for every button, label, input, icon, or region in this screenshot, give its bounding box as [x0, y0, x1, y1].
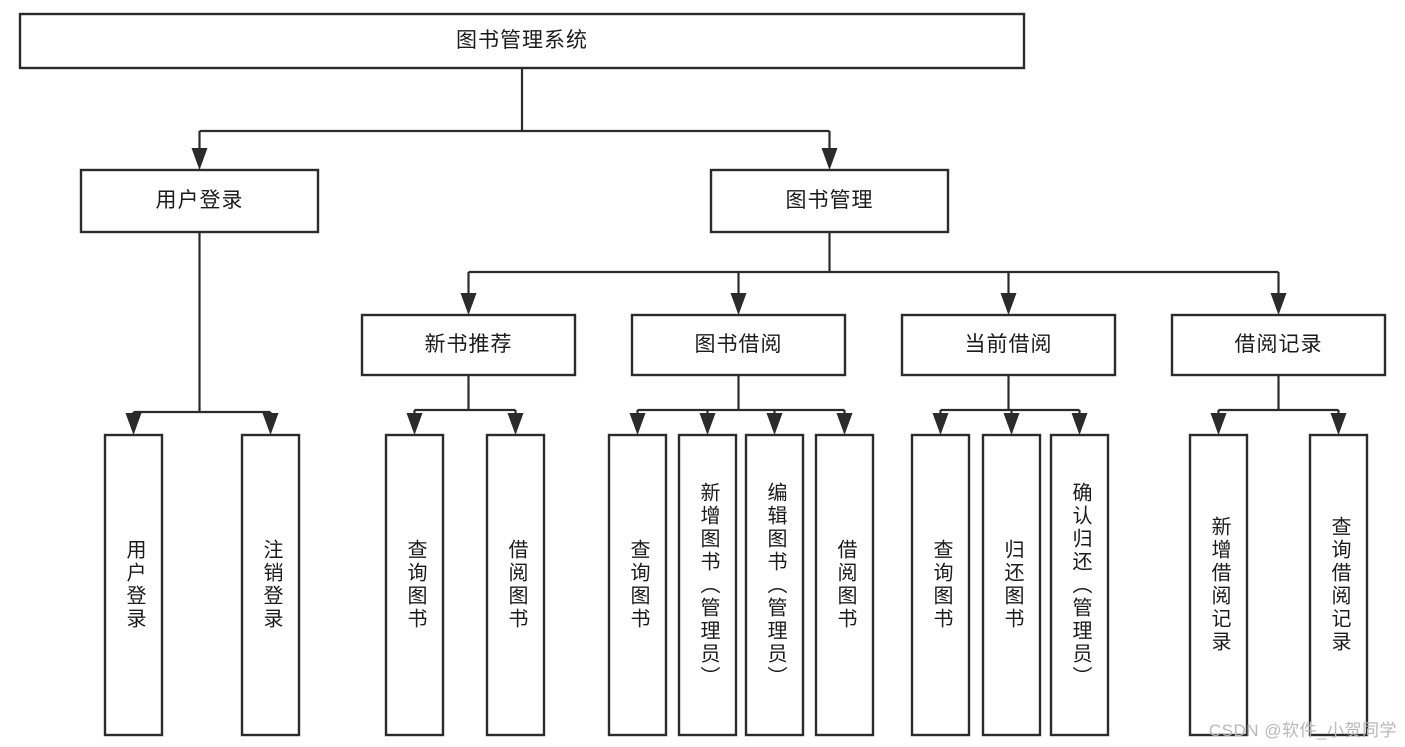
submodule-3-box[interactable]: [900, 313, 1117, 377]
leaf-3-box[interactable]: [384, 433, 445, 737]
leaf-6-box[interactable]: [677, 433, 738, 737]
leaf-13-box[interactable]: [1308, 433, 1369, 737]
submodule-4-node[interactable]: [1172, 315, 1385, 375]
leaf-7-box[interactable]: [744, 433, 805, 737]
arrow-head-icon: [507, 413, 524, 435]
leaf-3-node[interactable]: [386, 435, 443, 735]
module-2-node[interactable]: [711, 170, 948, 232]
arrow-head-icon: [1000, 293, 1017, 315]
arrow-head-icon: [1071, 413, 1088, 435]
arrow-head-icon: [1003, 413, 1020, 435]
module-1-box[interactable]: [79, 168, 320, 234]
arrow-head-icon: [699, 413, 716, 435]
module-1-node[interactable]: [81, 170, 318, 232]
submodule-2-box[interactable]: [630, 313, 847, 377]
submodule-1-box[interactable]: [360, 313, 577, 377]
arrow-head-icon: [262, 413, 279, 435]
leaf-6-node[interactable]: [679, 435, 736, 735]
leaf-5-box[interactable]: [607, 433, 668, 737]
root-system-box[interactable]: [18, 12, 1026, 70]
arrow-head-icon: [406, 413, 423, 435]
arrow-head-icon: [836, 413, 853, 435]
leaf-10-node[interactable]: [983, 435, 1040, 735]
arrow-head-icon: [460, 293, 477, 315]
leaf-4-box[interactable]: [485, 433, 546, 737]
arrow-head-icon: [1270, 293, 1287, 315]
leaf-1-box[interactable]: [103, 433, 164, 737]
leaf-10-box[interactable]: [981, 433, 1042, 737]
leaf-11-box[interactable]: [1049, 433, 1110, 737]
arrow-head-icon: [730, 293, 747, 315]
submodule-3-node[interactable]: [902, 315, 1115, 375]
submodule-1-node[interactable]: [362, 315, 575, 375]
arrow-head-icon: [1210, 413, 1227, 435]
leaf-11-node[interactable]: [1051, 435, 1108, 735]
submodule-4-box[interactable]: [1170, 313, 1387, 377]
arrow-head-icon: [1330, 413, 1347, 435]
arrow-head-icon: [932, 413, 949, 435]
arrow-head-icon: [766, 413, 783, 435]
module-2-box[interactable]: [709, 168, 950, 234]
leaf-12-box[interactable]: [1188, 433, 1249, 737]
leaf-5-node[interactable]: [609, 435, 666, 735]
leaf-2-box[interactable]: [240, 433, 301, 737]
arrow-head-icon: [125, 413, 142, 435]
arrow-head-icon: [629, 413, 646, 435]
watermark-text: CSDN @软件_小贺同学: [1208, 721, 1397, 740]
leaf-9-node[interactable]: [912, 435, 969, 735]
leaf-12-node[interactable]: [1190, 435, 1247, 735]
boxes-layer: [18, 12, 1387, 737]
leaf-4-node[interactable]: [487, 435, 544, 735]
root-system-node[interactable]: [20, 14, 1024, 68]
leaf-1-node[interactable]: [105, 435, 162, 735]
leaf-13-node[interactable]: [1310, 435, 1367, 735]
submodule-2-node[interactable]: [632, 315, 845, 375]
connectors-layer: [125, 68, 1347, 435]
leaf-8-box[interactable]: [814, 433, 875, 737]
leaf-2-node[interactable]: [242, 435, 299, 735]
arrow-head-icon: [191, 148, 208, 170]
leaf-9-box[interactable]: [910, 433, 971, 737]
arrow-head-icon: [821, 148, 838, 170]
leaf-8-node[interactable]: [816, 435, 873, 735]
leaf-7-node[interactable]: [746, 435, 803, 735]
